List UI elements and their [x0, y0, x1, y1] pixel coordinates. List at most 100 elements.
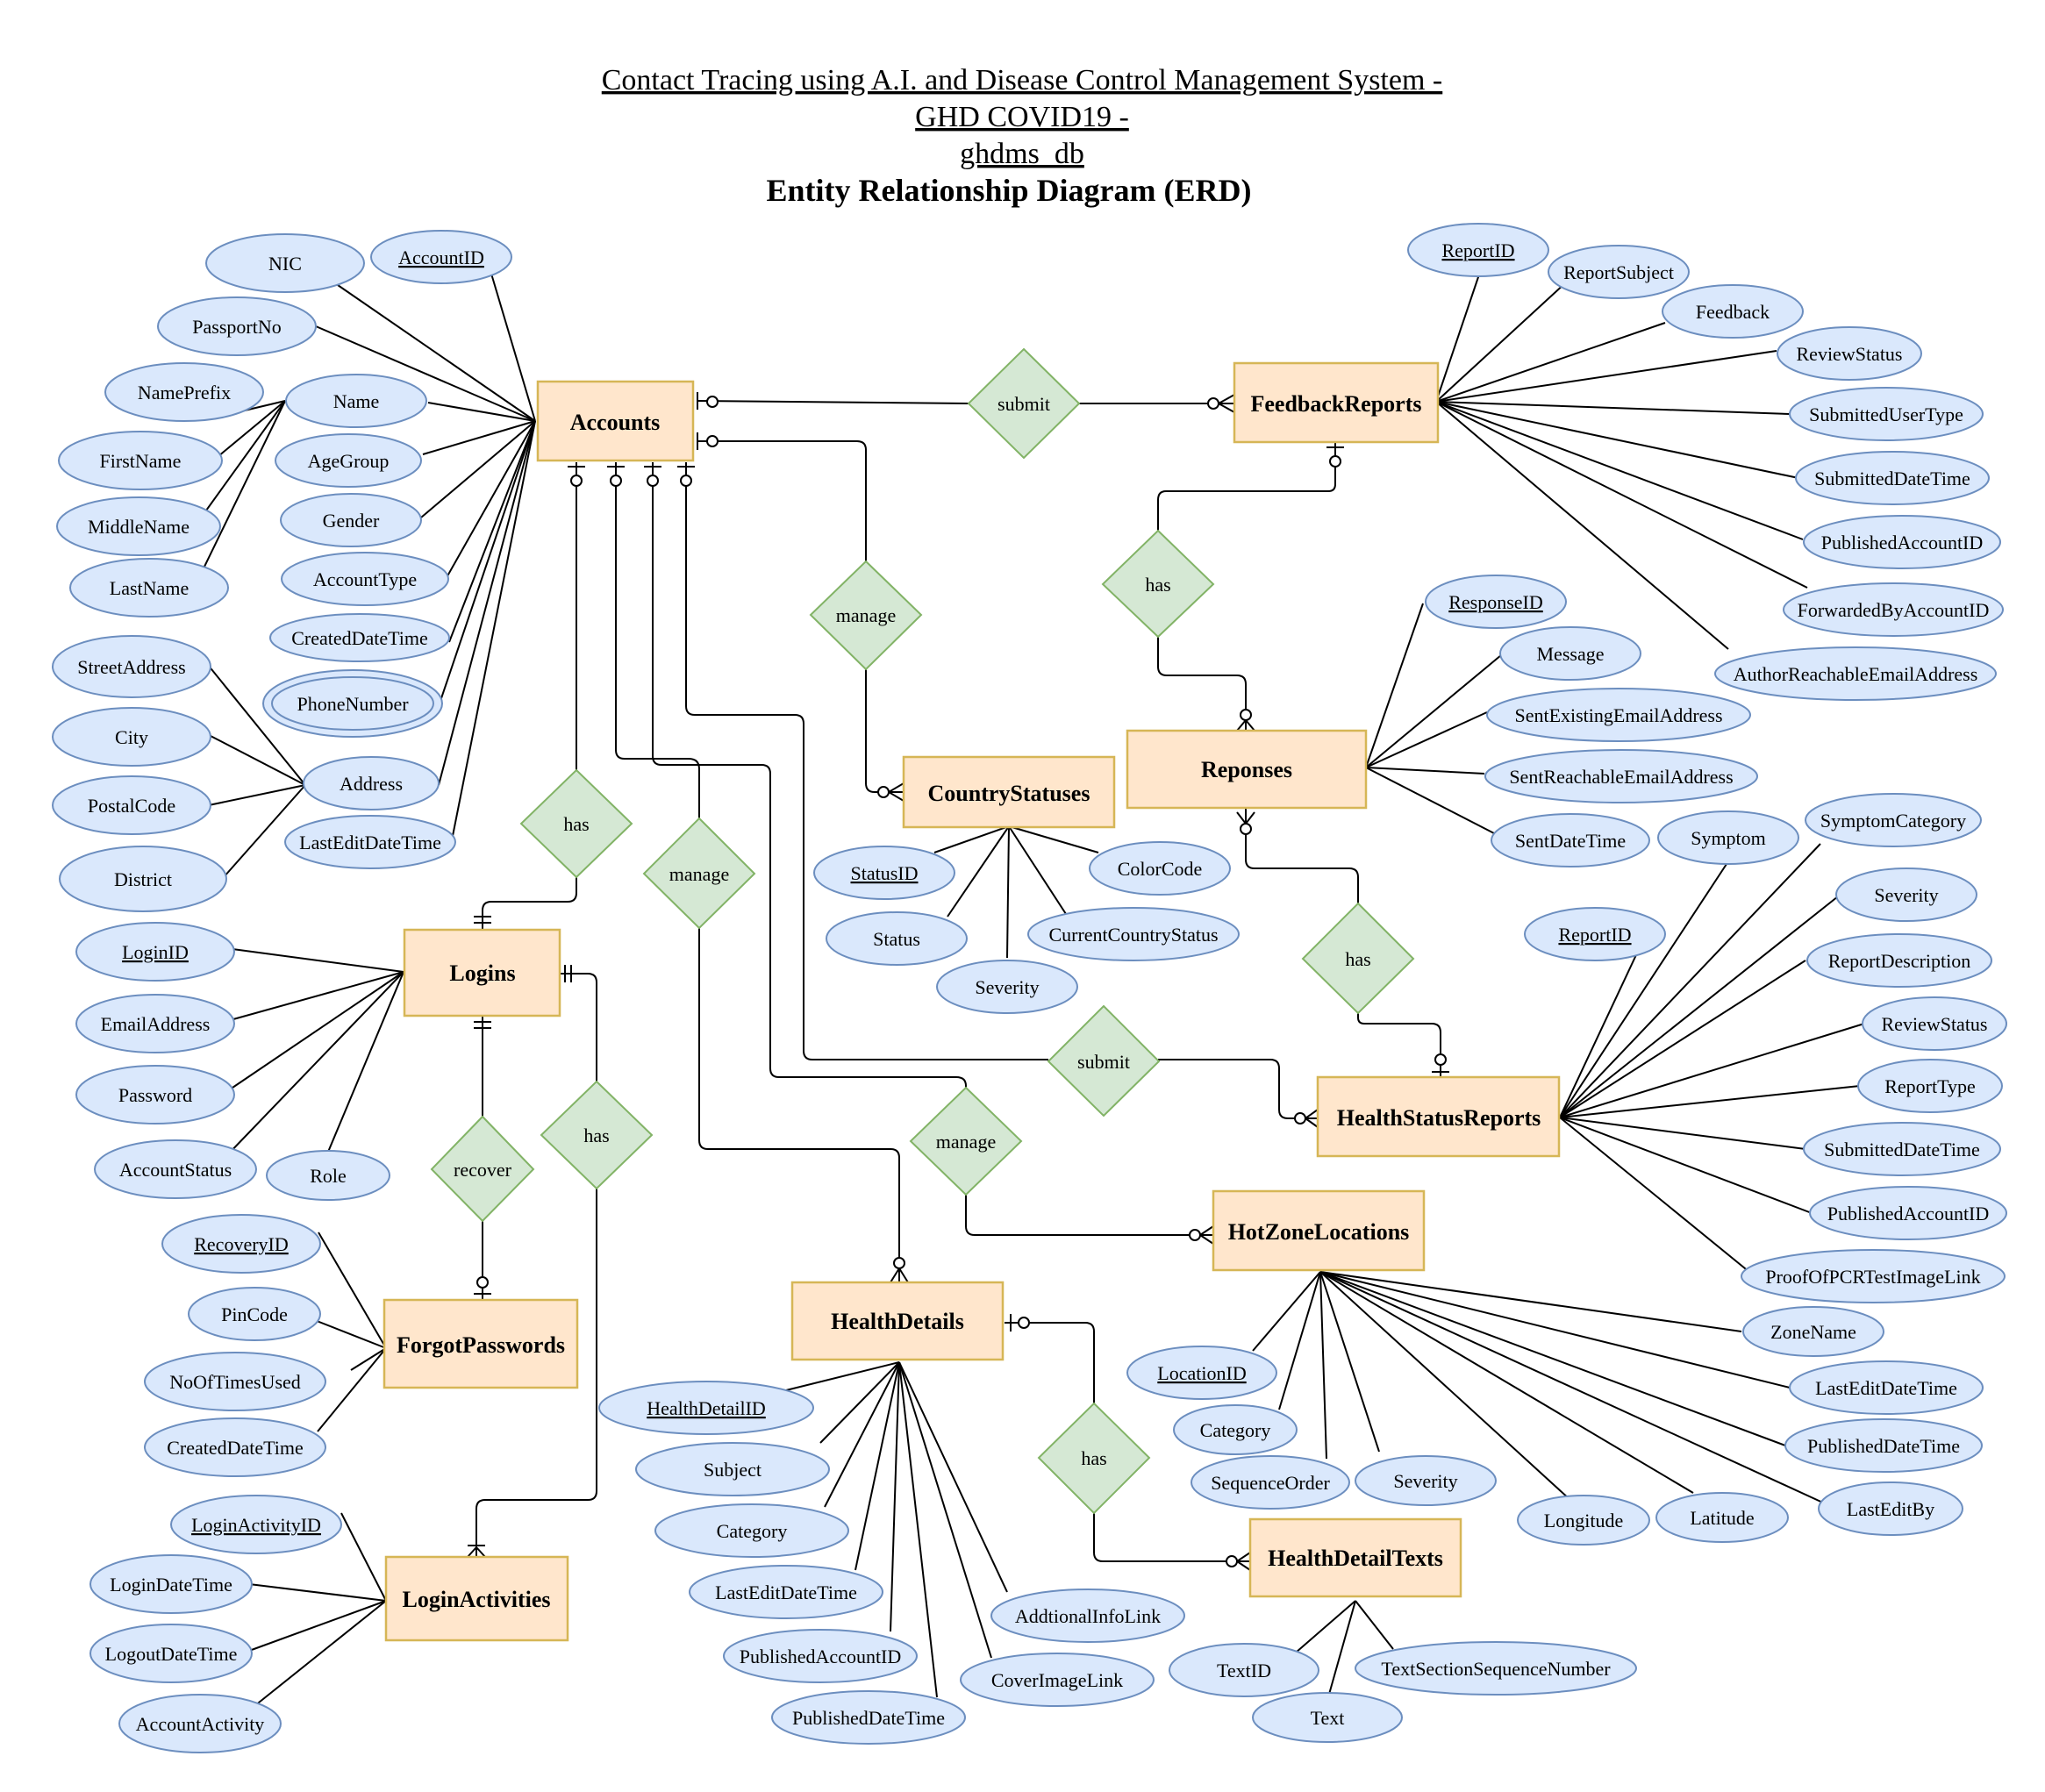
attr-published-account-id-fb: PublishedAccountID [1803, 515, 2001, 569]
attr-last-edit-by: LastEditBy [1818, 1481, 1963, 1536]
relationship-label: has [1081, 1447, 1106, 1469]
attr-proof-pcr-link: ProofOfPCRTestImageLink [1741, 1249, 2006, 1303]
attr-sent-existing-email: SentExistingEmailAddress [1486, 688, 1751, 742]
svg-text:SubmittedDateTime: SubmittedDateTime [1824, 1139, 1980, 1160]
attr-login-id: LoginID [75, 922, 235, 982]
attr-report-description: ReportDescription [1806, 933, 1992, 988]
svg-text:PassportNo: PassportNo [192, 316, 281, 338]
svg-text:RecoveryID: RecoveryID [194, 1233, 289, 1255]
attr-subject: Subject [635, 1442, 830, 1496]
entity-hot-zone-locations: HotZoneLocations [1212, 1189, 1426, 1272]
attr-last-edit-date-time-hz: LastEditDateTime [1789, 1360, 1984, 1415]
svg-text:TextSectionSequenceNumber: TextSectionSequenceNumber [1381, 1658, 1611, 1680]
attr-report-subject: ReportSubject [1548, 245, 1690, 299]
attr-published-account-id-hd: PublishedAccountID [723, 1629, 918, 1683]
relationship-manage-health-details: manage [642, 817, 756, 930]
svg-text:SentExistingEmailAddress: SentExistingEmailAddress [1514, 704, 1722, 726]
svg-text:LastEditDateTime: LastEditDateTime [1815, 1377, 1957, 1399]
entity-label: HealthDetailTexts [1268, 1546, 1443, 1571]
attr-severity-hz: Severity [1355, 1455, 1497, 1506]
attr-location-id: LocationID [1126, 1346, 1277, 1400]
svg-text:PinCode: PinCode [221, 1303, 288, 1325]
svg-text:LoginID: LoginID [122, 941, 189, 963]
attr-name-prefix: NamePrefix [104, 362, 264, 422]
relationship-label: submit [997, 393, 1050, 415]
svg-text:LastEditBy: LastEditBy [1847, 1498, 1934, 1520]
svg-text:CurrentCountryStatus: CurrentCountryStatus [1048, 924, 1218, 946]
svg-text:AccountType: AccountType [313, 568, 417, 590]
svg-text:Latitude: Latitude [1690, 1507, 1754, 1529]
attr-symptom: Symptom [1657, 810, 1799, 865]
svg-text:ReportSubject: ReportSubject [1563, 261, 1674, 283]
svg-text:MiddleName: MiddleName [88, 516, 189, 538]
svg-text:Category: Category [717, 1520, 788, 1542]
entity-label: ForgotPasswords [397, 1332, 565, 1358]
svg-text:ReportDescription: ReportDescription [1828, 950, 1971, 972]
svg-text:PublishedAccountID: PublishedAccountID [1827, 1203, 1990, 1224]
attr-symptom-category: SymptomCategory [1805, 793, 1982, 847]
attr-status-id: StatusID [813, 846, 955, 900]
relationship-recover: recover [430, 1115, 535, 1223]
svg-text:ReportID: ReportID [1558, 924, 1631, 946]
svg-text:LastEditDateTime: LastEditDateTime [299, 832, 441, 853]
entity-health-status-reports: HealthStatusReports [1316, 1075, 1561, 1158]
svg-text:ColorCode: ColorCode [1118, 858, 1203, 880]
attr-forwarded-by-account-id: ForwardedByAccountID [1783, 582, 2004, 637]
entity-health-detail-texts: HealthDetailTexts [1248, 1517, 1462, 1598]
svg-text:CreatedDateTime: CreatedDateTime [167, 1437, 304, 1459]
svg-text:LoginActivityID: LoginActivityID [191, 1514, 321, 1536]
attr-submitted-user-type: SubmittedUserType [1789, 387, 1984, 441]
svg-text:PublishedAccountID: PublishedAccountID [1821, 532, 1984, 553]
relationship-has-responses: has [1101, 529, 1215, 639]
attr-report-id-hsr: ReportID [1524, 907, 1666, 961]
relationship-label: has [1345, 948, 1370, 970]
attr-feedback: Feedback [1662, 284, 1804, 339]
svg-text:PublishedDateTime: PublishedDateTime [1807, 1435, 1960, 1457]
svg-text:SubmittedDateTime: SubmittedDateTime [1814, 468, 1970, 489]
entity-login-activities: LoginActivities [384, 1555, 569, 1642]
relationship-label: manage [936, 1131, 996, 1153]
svg-text:LoginDateTime: LoginDateTime [110, 1574, 232, 1596]
svg-text:CoverImageLink: CoverImageLink [991, 1669, 1123, 1691]
entity-label: HealthStatusReports [1337, 1105, 1541, 1131]
attribute-lines [194, 271, 1865, 1707]
attr-published-account-id-hsr: PublishedAccountID [1809, 1186, 2007, 1240]
svg-text:Text: Text [1311, 1707, 1345, 1729]
svg-text:Severity: Severity [975, 976, 1039, 998]
svg-text:NoOfTimesUsed: NoOfTimesUsed [169, 1371, 301, 1393]
svg-text:EmailAddress: EmailAddress [101, 1013, 211, 1035]
svg-text:Message: Message [1537, 643, 1605, 665]
svg-text:PublishedDateTime: PublishedDateTime [792, 1707, 945, 1729]
attr-password: Password [75, 1065, 235, 1124]
svg-text:AuthorReachableEmailAddress: AuthorReachableEmailAddress [1734, 663, 1978, 685]
svg-text:AccountActivity: AccountActivity [136, 1713, 265, 1735]
attr-zone-name: ZoneName [1742, 1306, 1884, 1357]
relationship-has-status-reports: has [1301, 902, 1415, 1015]
title-line-1: Contact Tracing using A.I. and Disease C… [602, 64, 1443, 96]
attr-account-status: AccountStatus [94, 1139, 257, 1199]
svg-text:Subject: Subject [704, 1459, 762, 1481]
entity-label: FeedbackReports [1251, 391, 1422, 417]
attr-email-address: EmailAddress [75, 994, 235, 1053]
attr-published-date-time-hd: PublishedDateTime [771, 1690, 966, 1745]
svg-text:NIC: NIC [268, 253, 302, 275]
cardinality-markers [467, 392, 1449, 1571]
attr-logout-date-time: LogoutDateTime [89, 1624, 253, 1683]
attr-middle-name: MiddleName [56, 496, 221, 556]
attr-color-code: ColorCode [1089, 841, 1231, 896]
svg-text:SentDateTime: SentDateTime [1515, 830, 1626, 852]
entity-feedback-reports: FeedbackReports [1233, 361, 1440, 444]
svg-text:Role: Role [310, 1165, 347, 1187]
attr-passport-no: PassportNo [157, 296, 317, 356]
relationship-has-login-activities: has [540, 1080, 654, 1190]
svg-text:StatusID: StatusID [851, 862, 919, 884]
svg-text:AddtionalInfoLink: AddtionalInfoLink [1015, 1605, 1161, 1627]
attr-longitude: Longitude [1517, 1495, 1650, 1546]
attr-text-id: TextID [1169, 1643, 1319, 1697]
svg-text:Address: Address [340, 773, 403, 795]
attr-role: Role [266, 1150, 390, 1201]
svg-text:City: City [115, 726, 148, 748]
attr-sent-reachable-email: SentReachableEmailAddress [1484, 749, 1758, 803]
attr-category-hd: Category [654, 1503, 849, 1558]
svg-text:LastEditDateTime: LastEditDateTime [715, 1581, 857, 1603]
